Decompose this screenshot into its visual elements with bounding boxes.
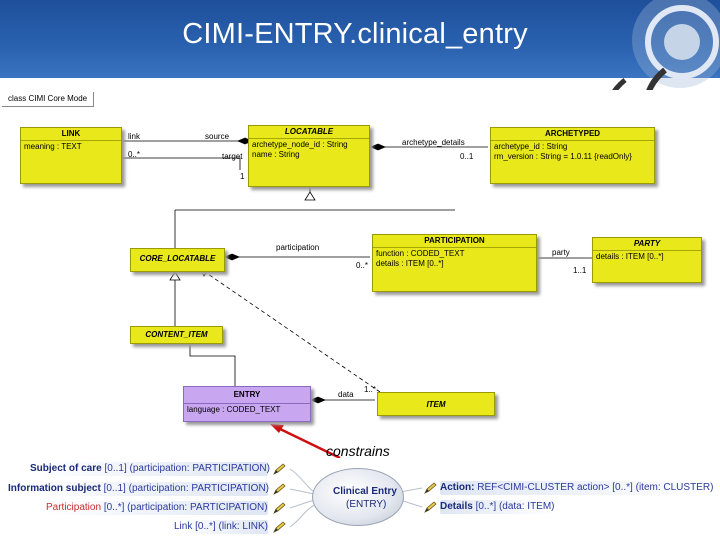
row-mult: [0..*] <box>195 521 216 532</box>
class-attr: language : CODED_TEXT <box>187 405 281 414</box>
hub-subtitle: (ENTRY) <box>346 499 387 510</box>
row-mult: REF<CIMI-CLUSTER action> [0..*] <box>477 482 633 493</box>
role-label: participation <box>276 243 320 252</box>
clinical-entry-hub <box>312 468 404 526</box>
edit-pencil-icon <box>273 463 286 475</box>
row-name: Information subject <box>8 483 101 494</box>
multiplicity-label: 0..* <box>356 261 369 270</box>
hub-title: Clinical Entry <box>333 486 397 497</box>
class-attr: function : CODED_TEXT <box>376 249 465 258</box>
row-detail: (participation: PARTICIPATION) <box>129 463 270 474</box>
class-content-item: CONTENT_ITEM <box>130 326 223 344</box>
class-attr: archetype_id : String <box>494 142 568 151</box>
role-label: source <box>205 132 230 141</box>
role-label: party <box>552 248 570 257</box>
class-name: ENTRY <box>184 387 310 404</box>
edit-pencil-icon <box>424 482 437 494</box>
role-label: target <box>222 152 243 161</box>
class-entry: ENTRY language : CODED_TEXT <box>183 386 311 422</box>
row-mult: [0..*] <box>475 501 497 512</box>
row-detail: (link: LINK) <box>218 521 268 532</box>
class-attr: details : ITEM [0..*] <box>376 259 444 268</box>
package-tab: class CIMI Core Mode <box>2 92 95 107</box>
edit-pencil-icon <box>273 502 286 514</box>
left-attr-row: Link [0..*] (link: LINK) <box>174 520 268 534</box>
class-name: CORE_LOCATABLE <box>139 254 216 263</box>
right-attr-row: Details [0..*] (data: ITEM) <box>440 500 558 514</box>
title-banner: CIMI-ENTRY.clinical_entry <box>0 0 720 152</box>
left-attr-row: Information subject [0..1] (participatio… <box>8 482 270 496</box>
row-detail: (item: CLUSTER) <box>635 482 714 493</box>
class-name: ITEM <box>426 400 446 409</box>
role-label: archetype_details <box>402 138 465 147</box>
row-detail: (participation: PARTICIPATION) <box>127 502 268 513</box>
class-name: LOCATABLE <box>249 126 369 139</box>
multiplicity-label: 1..* <box>364 385 377 394</box>
row-detail: (data: ITEM) <box>498 501 555 512</box>
multiplicity-label: 1..1 <box>573 266 587 275</box>
multiplicity-label: 0..* <box>128 150 141 159</box>
row-detail: (participation: PARTICIPATION) <box>128 483 270 494</box>
row-name: Participation <box>46 502 102 513</box>
row-mult: [0..1] <box>104 463 127 474</box>
class-name: PARTY <box>593 238 701 251</box>
row-name: Details <box>440 501 473 512</box>
row-name: Action: <box>440 482 475 493</box>
class-participation: PARTICIPATION function : CODED_TEXT deta… <box>372 234 537 292</box>
constrains-label: constrains <box>326 443 390 459</box>
class-item: ITEM <box>377 392 495 416</box>
class-core-locatable: CORE_LOCATABLE <box>130 248 225 272</box>
class-attr: archetype_node_id : String <box>252 140 348 149</box>
multiplicity-label: 1 <box>240 172 245 181</box>
class-attr: details : ITEM [0..*] <box>596 252 664 261</box>
row-mult: [0..*] <box>103 502 125 513</box>
role-label: data <box>338 390 354 399</box>
class-link: LINK meaning : TEXT <box>20 127 122 184</box>
class-attr: rm_version : String = 1.0.11 {readOnly} <box>494 152 632 161</box>
class-locatable: LOCATABLE archetype_node_id : String nam… <box>248 125 370 187</box>
left-attr-row: Participation [0..*] (participation: PAR… <box>46 501 268 515</box>
edit-pencil-icon <box>273 483 286 495</box>
slide-title: CIMI-ENTRY.clinical_entry <box>182 18 528 50</box>
left-attr-row: Subject of care [0..1] (participation: P… <box>30 462 270 476</box>
class-archetyped: ARCHETYPED archetype_id : String rm_vers… <box>490 127 655 184</box>
row-name: Link <box>174 521 193 532</box>
multiplicity-label: 0..1 <box>460 152 474 161</box>
right-attr-row: Action: REF<CIMI-CLUSTER action> [0..*] … <box>440 481 716 495</box>
edit-pencil-icon <box>273 521 286 533</box>
role-label: link <box>128 132 141 141</box>
class-attr: meaning : TEXT <box>24 142 82 151</box>
edit-pencil-icon <box>424 501 437 513</box>
class-name: LINK <box>21 128 121 141</box>
row-mult: [0..1] <box>103 483 126 494</box>
row-name: Subject of care <box>30 463 102 474</box>
class-name: PARTICIPATION <box>373 235 536 248</box>
class-party: PARTY details : ITEM [0..*] <box>592 237 702 283</box>
class-name: CONTENT_ITEM <box>145 330 208 339</box>
class-name: ARCHETYPED <box>491 128 654 141</box>
class-attr: name : String <box>252 150 300 159</box>
